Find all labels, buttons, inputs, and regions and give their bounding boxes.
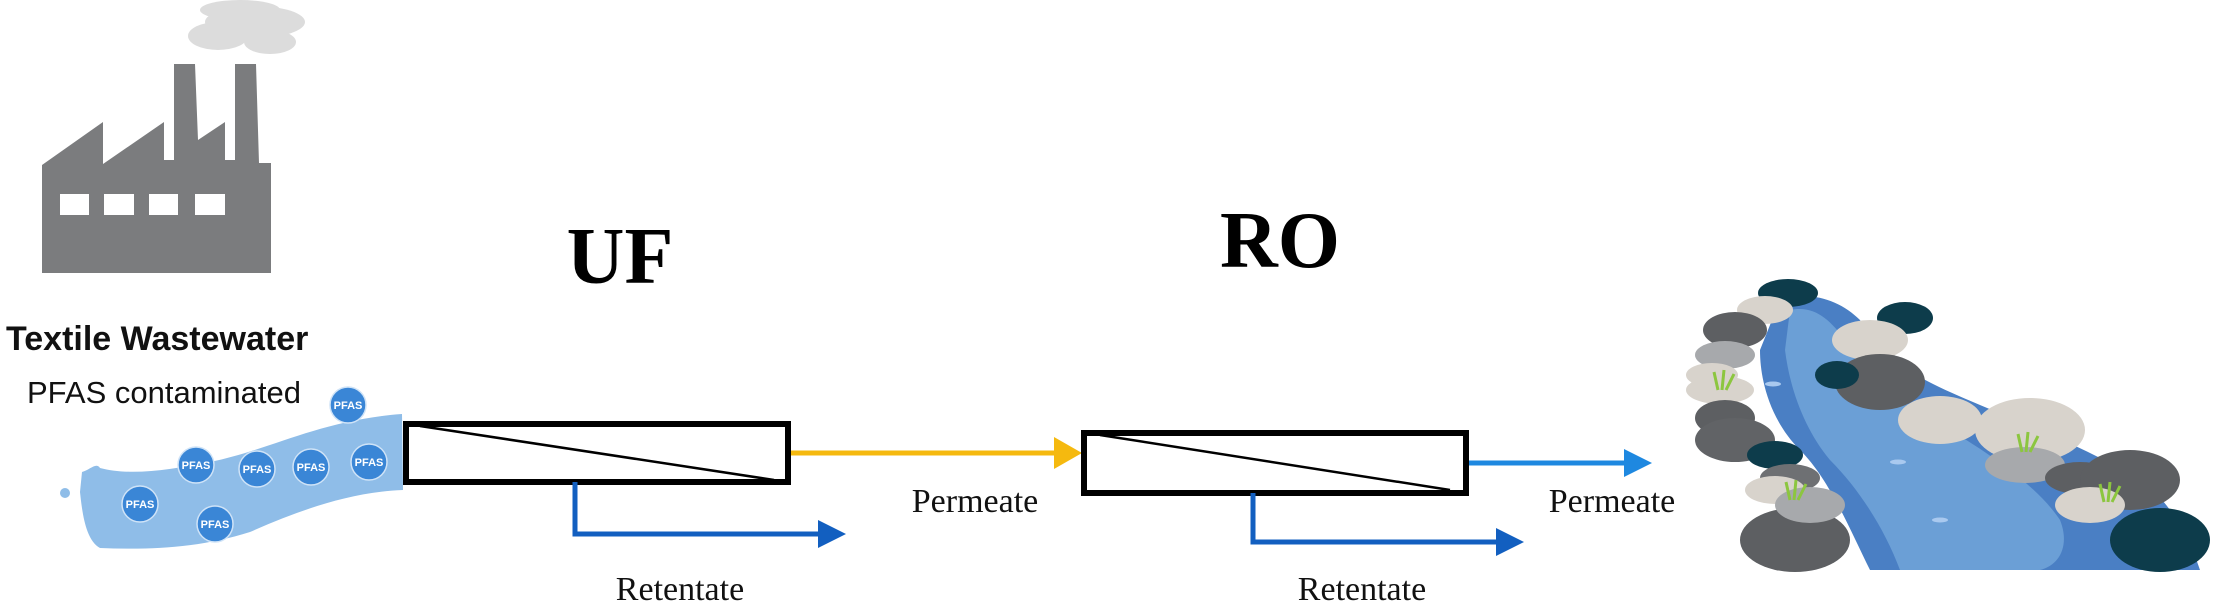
river-icon: [1686, 279, 2210, 572]
wastewater-stream: [60, 414, 403, 549]
pfas-particle-label: PFAS: [243, 464, 272, 476]
pfas-particle: PFAS: [350, 443, 388, 481]
pfas-particle: PFAS: [177, 446, 215, 484]
pfas-particle-label: PFAS: [201, 519, 230, 531]
pfas-particle: PFAS: [121, 485, 159, 523]
pfas-particles: PFAS PFAS PFAS PFAS PFAS PFAS PFAS: [121, 386, 388, 543]
uf-retentate-arrow: [572, 482, 846, 548]
source-title: Textile Wastewater: [6, 320, 308, 358]
source-subtitle: PFAS contaminated: [27, 375, 301, 410]
uf-label: UF: [567, 213, 674, 301]
uf-permeate-label: Permeate: [912, 483, 1039, 520]
pfas-particle-label: PFAS: [297, 462, 326, 474]
ro-permeate-arrow: [1469, 449, 1652, 477]
pfas-particle-label: PFAS: [334, 400, 363, 412]
pfas-particle: PFAS: [329, 386, 367, 424]
pfas-particle-label: PFAS: [126, 499, 155, 511]
ro-permeate-label: Permeate: [1549, 483, 1676, 520]
pfas-particle: PFAS: [196, 505, 234, 543]
ro-retentate-arrow: [1250, 493, 1524, 556]
ro-retentate-label: Retentate: [1298, 571, 1426, 605]
uf-permeate-arrow: [791, 437, 1082, 469]
pfas-particle: PFAS: [292, 448, 330, 486]
ro-membrane-module: [1081, 430, 1469, 496]
pfas-particle-label: PFAS: [355, 457, 384, 469]
uf-membrane-module: [403, 421, 791, 485]
uf-retentate-label: Retentate: [616, 571, 744, 605]
pfas-particle: PFAS: [238, 450, 276, 488]
smoke-icon: [188, 0, 305, 54]
factory-icon: [42, 0, 305, 273]
pfas-particle-label: PFAS: [182, 460, 211, 472]
ro-label: RO: [1220, 197, 1340, 285]
